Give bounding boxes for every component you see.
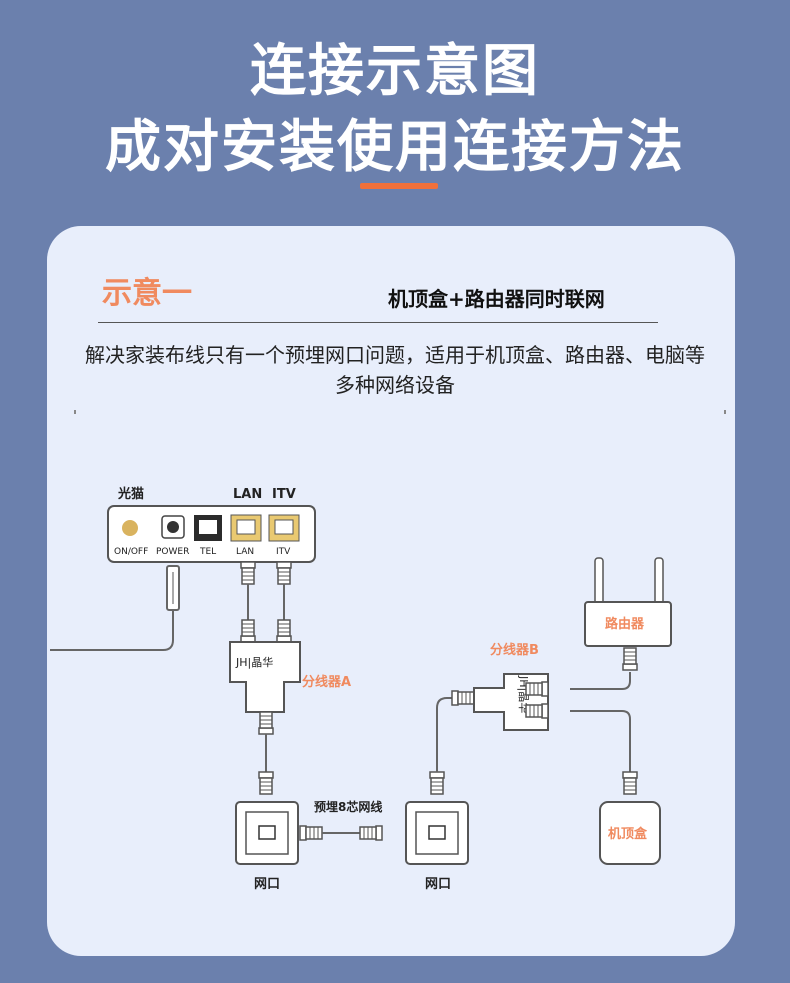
modem-label: 光猫 (117, 486, 144, 502)
section-divider (98, 322, 658, 323)
title-underline (360, 183, 438, 189)
port-label-onoff: ON/OFF (114, 547, 148, 557)
antenna-right-icon (654, 557, 664, 605)
port-header-lan: LAN (233, 487, 262, 502)
set-top-box: 机顶盒 (599, 801, 661, 865)
section-tag: 示意一 (102, 276, 192, 311)
wall-port-left-label: 网口 (254, 877, 280, 892)
port-label-tel: TEL (199, 547, 216, 557)
router: 路由器 (584, 557, 672, 647)
router-label: 路由器 (605, 616, 645, 632)
wall-port-left: 网口 (235, 801, 299, 892)
splitter-a-label: 分线器A (302, 674, 351, 690)
corner-tick-left (74, 410, 76, 414)
splitter-b-to-stb-cable (525, 703, 638, 795)
port-header-itv: ITV (272, 487, 296, 502)
port-label-lan: LAN (236, 547, 254, 557)
splitter-a-to-wall-cable (258, 711, 274, 795)
power-cable (50, 565, 180, 651)
embedded-cable: 预埋8芯网线 (299, 799, 383, 841)
splitter-a-brand: JH|晶华 (235, 655, 273, 669)
wall-to-splitter-b-cable (429, 690, 475, 795)
splitter-b-to-router-cable (525, 647, 638, 697)
wall-port-right-label: 网口 (425, 877, 451, 892)
page-title: 连接示意图 (250, 39, 540, 104)
port-label-itv: ITV (276, 547, 291, 557)
power-switch-icon (122, 520, 138, 536)
splitter-a: JH|晶华 分线器A (229, 641, 351, 713)
splitter-b-label: 分线器B (490, 642, 539, 658)
antenna-left-icon (594, 557, 604, 605)
stb-label: 机顶盒 (608, 826, 648, 842)
port-label-power: POWER (156, 547, 189, 557)
corner-tick-right (724, 410, 726, 414)
section-title: 机顶盒+路由器同时联网 (388, 287, 605, 311)
optical-modem: ON/OFF POWER TEL LAN ITV (107, 505, 316, 563)
wall-port-right: 网口 (405, 801, 469, 892)
cable-label: 预埋8芯网线 (314, 799, 382, 814)
section-description: 解决家装布线只有一个预埋网口问题，适用于机顶盒、路由器、电脑等多种网络设备 (85, 343, 705, 397)
page-subtitle: 成对安装使用连接方法 (105, 115, 685, 180)
modem-to-splitter-a-cables (240, 561, 292, 643)
